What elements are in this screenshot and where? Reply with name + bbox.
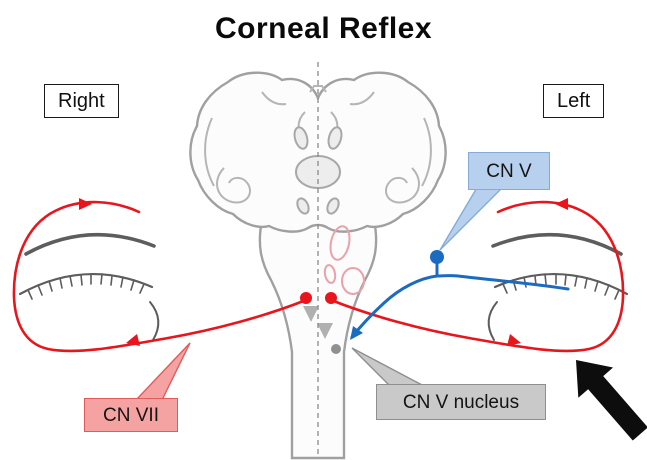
cn-v-callout-tail [439, 185, 506, 251]
trigeminal-tract-ovals [323, 225, 365, 295]
callout-cn-v-nucleus: CN V nucleus [376, 384, 546, 420]
side-label-left: Left [543, 84, 605, 118]
side-label-right: Right [44, 84, 119, 118]
callout-cn-v: CN V [468, 152, 550, 190]
cn-vii-callout-tail [134, 342, 191, 401]
cn7-pathway-right-side [12, 198, 308, 353]
cn-v-nucleus-callout-tail [351, 347, 425, 387]
trigeminal-ganglion-dot [430, 250, 444, 264]
diagram-title: Corneal Reflex [214, 12, 433, 45]
cn5-pathway [350, 250, 570, 340]
callout-cn-vii: CN VII [84, 398, 178, 432]
right-eye-sketch [18, 232, 160, 341]
cn7-pathway-left-side [329, 198, 625, 353]
trigeminal-nucleus-marks [303, 306, 341, 354]
stimulus-arrow-icon [576, 360, 647, 441]
facial-nucleus-dots [300, 292, 337, 304]
